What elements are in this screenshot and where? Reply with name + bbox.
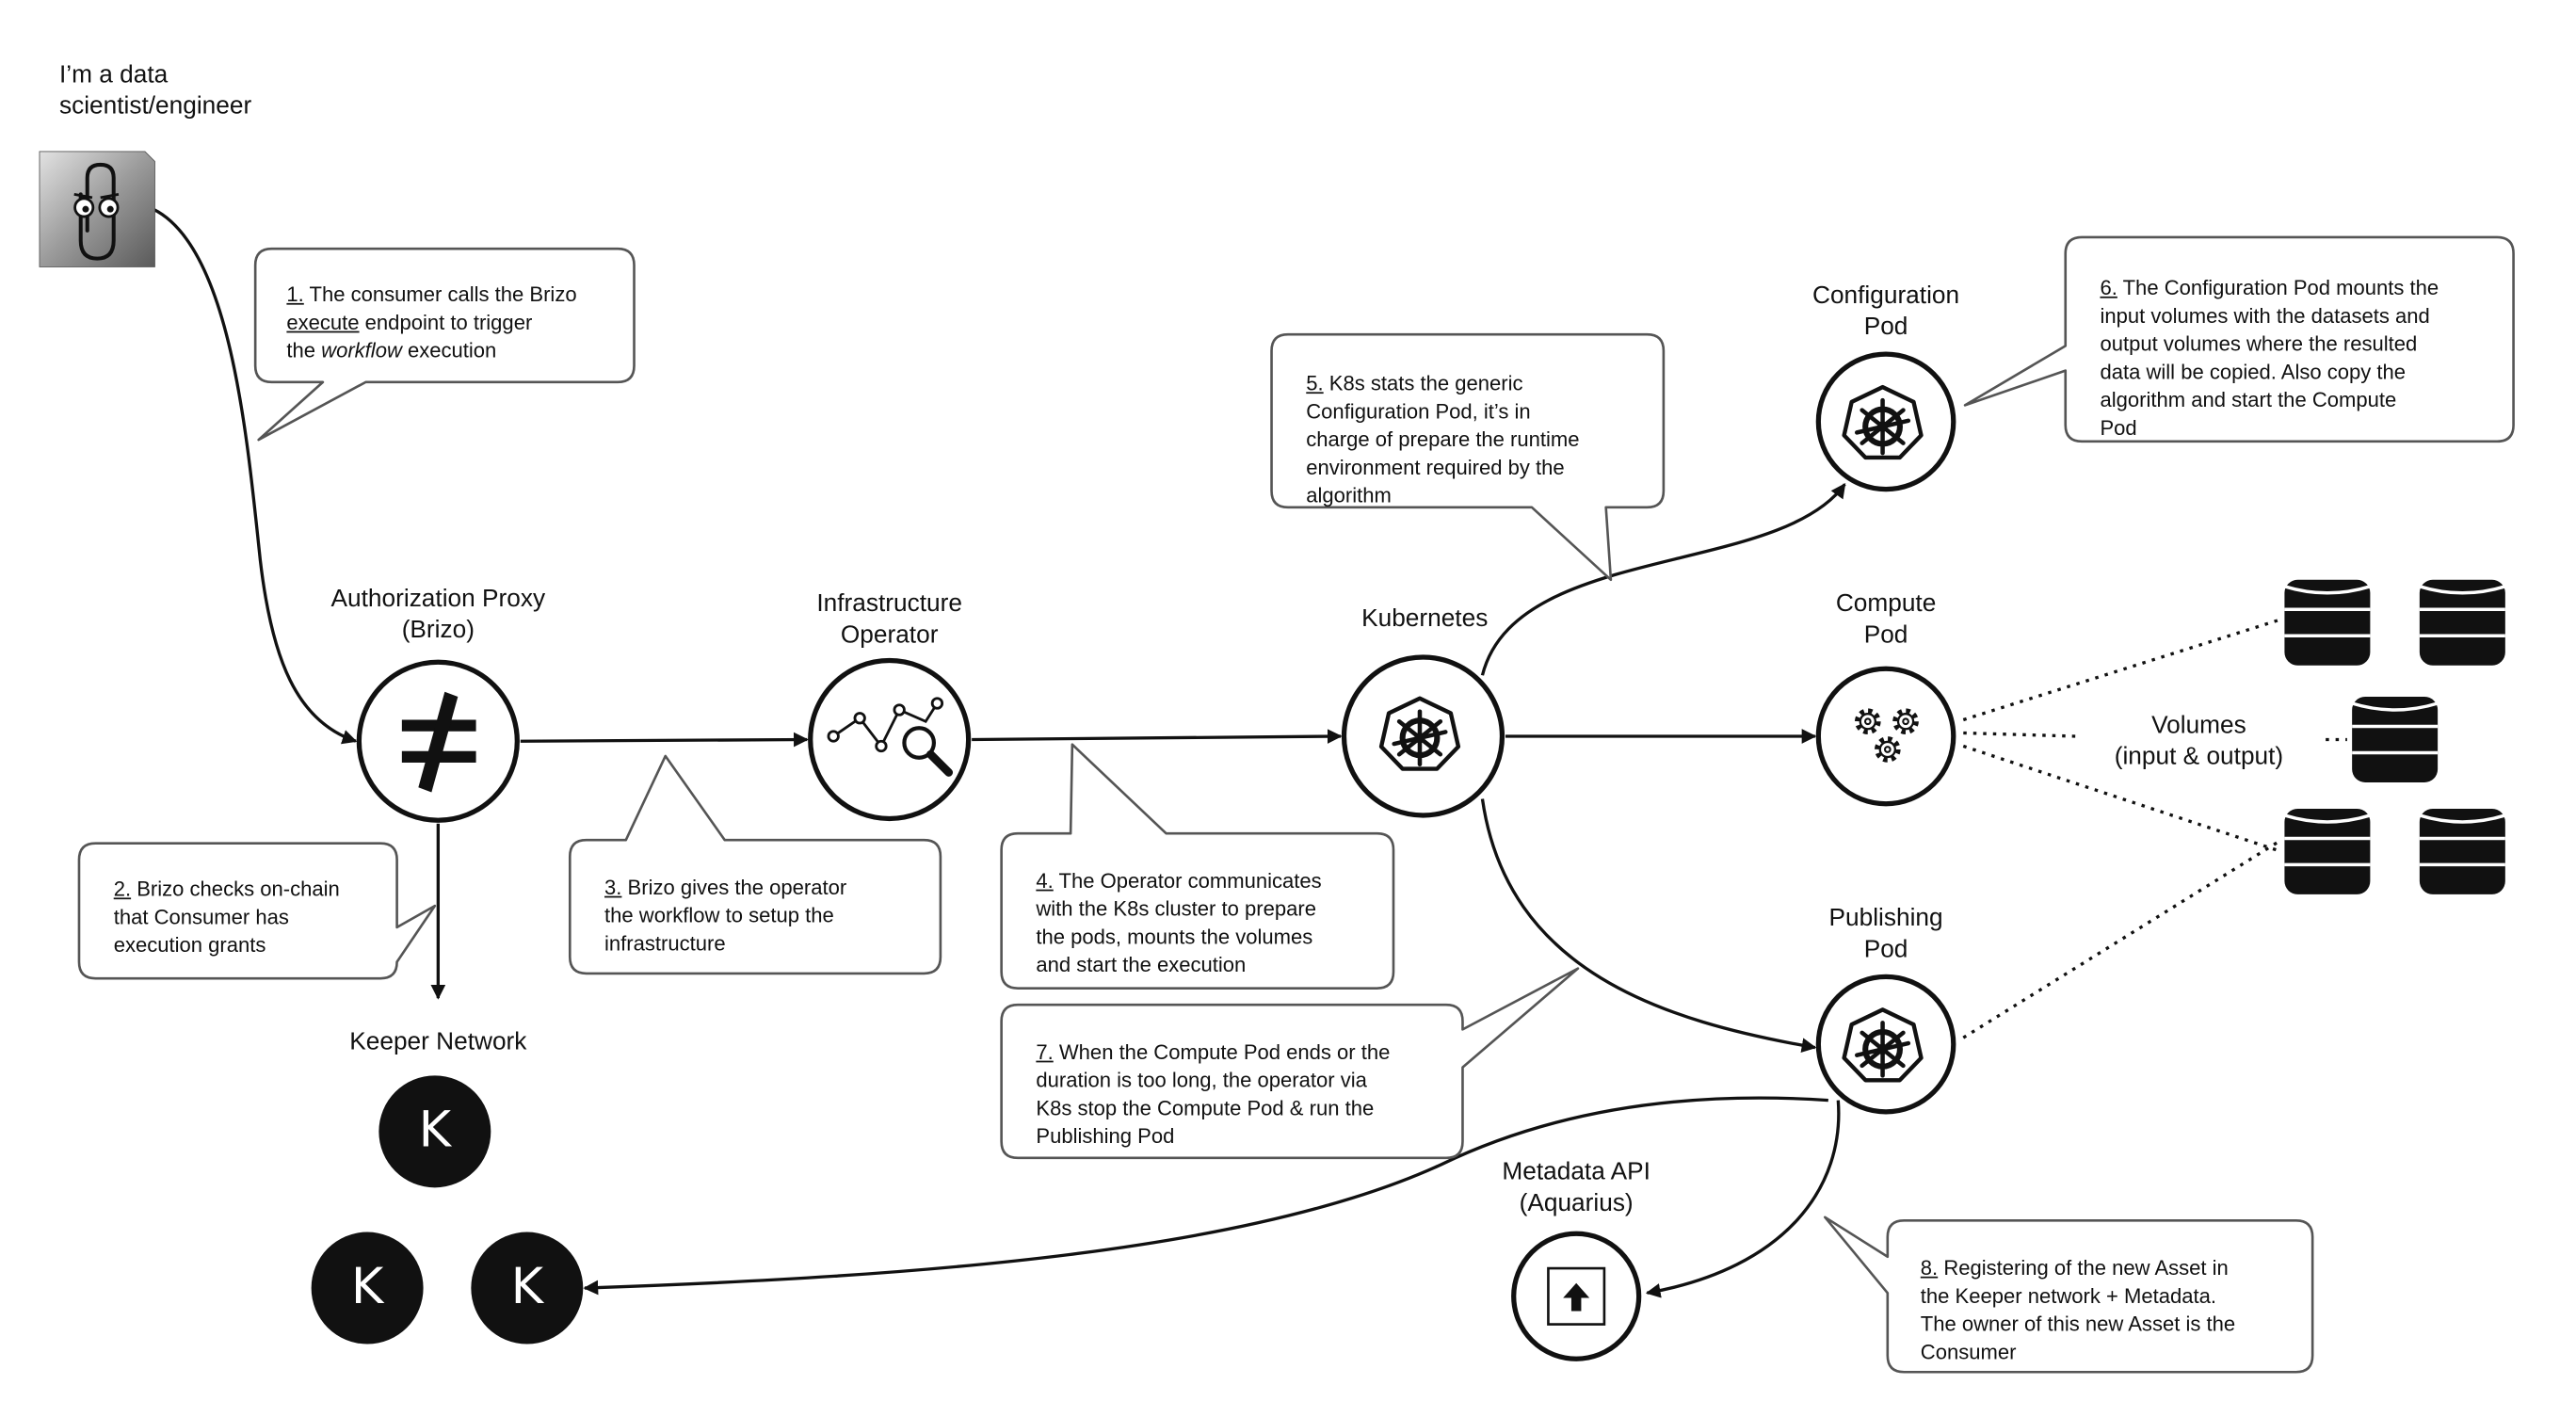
keeper-node-1[interactable] (378, 1075, 491, 1188)
volume-link-1 (1962, 618, 2282, 722)
edge-publishing-to-keeper (583, 1096, 1828, 1296)
note-2-text: 2. Brizo checks on-chain that Consumer h… (113, 878, 340, 958)
edge-kubernetes-to-publishing (1480, 798, 1817, 1053)
note-7-text: 7. When the Compute Pod ends or the dura… (1036, 1040, 1391, 1149)
upload-icon (1547, 1266, 1606, 1326)
auth-proxy-label: Authorization Proxy(Brizo) (330, 585, 546, 645)
compute-pod-node[interactable] (1815, 666, 1956, 807)
keeper-node-1-letter: K (418, 1102, 452, 1160)
edge-kubernetes-to-config (1480, 483, 1846, 676)
note-8-text: 8. Registering of the new Asset in the K… (1920, 1256, 2236, 1364)
note-7-bubble (1000, 967, 1580, 1160)
note-6-bubble (1963, 235, 2515, 443)
volume-link-5 (1962, 838, 2282, 1039)
keeper-node-3[interactable] (471, 1232, 584, 1345)
kubernetes-label: Kubernetes (1361, 604, 1489, 633)
note-8-bubble (1824, 1216, 2314, 1374)
kubernetes-node[interactable] (1341, 654, 1505, 818)
config-pod-node[interactable] (1815, 351, 1956, 492)
keeper-node-2[interactable] (311, 1232, 424, 1345)
note-3-bubble (568, 754, 942, 975)
keeper-node-2-letter: K (350, 1258, 384, 1316)
database-icon (2418, 807, 2507, 896)
edge-proxy-to-operator (520, 732, 809, 748)
volumes-label: Volumes(input & output) (2114, 711, 2284, 771)
note-2-bubble (77, 842, 437, 980)
metadata-api-node[interactable] (1511, 1231, 1642, 1361)
database-icon (2282, 807, 2373, 896)
database-icon (2418, 578, 2507, 668)
note-1-text: 1. The consumer calls the Brizo execute … (286, 282, 577, 362)
keeper-node-3-letter: K (510, 1258, 544, 1316)
edge-consumer-to-proxy (152, 207, 358, 745)
auth-proxy-node[interactable] (356, 659, 520, 823)
note-6-text: 6. The Configuration Pod mounts the inpu… (2100, 276, 2439, 441)
edge-publishing-to-metadata (1645, 1100, 1841, 1298)
database-icon (2282, 578, 2373, 668)
infra-operator-node[interactable] (808, 657, 972, 822)
note-5-bubble (1270, 332, 1666, 582)
note-4-bubble (1000, 743, 1395, 990)
edge-operator-to-kubernetes (972, 729, 1343, 744)
note-1-bubble (253, 247, 636, 442)
metadata-api-label: Metadata API(Aquarius) (1502, 1157, 1650, 1217)
volume-link-2 (1963, 731, 2076, 738)
note-3-text: 3. Brizo gives the operator the workflow… (604, 876, 847, 956)
note-4-text: 4. The Operator communicates with the K8… (1036, 869, 1322, 977)
publishing-pod-node[interactable] (1815, 974, 1956, 1115)
database-icon (2350, 695, 2439, 784)
not-equal-icon (401, 691, 476, 793)
volume-link-4 (1962, 744, 2282, 854)
actor-label: I’m a data scientist/engineer (58, 60, 252, 121)
chart-magnifier-icon (827, 697, 954, 777)
keeper-network-label: Keeper Network (349, 1027, 527, 1056)
note-5-text: 5. K8s stats the generic Configuration P… (1306, 372, 1580, 507)
clippy-icon[interactable] (39, 151, 155, 267)
